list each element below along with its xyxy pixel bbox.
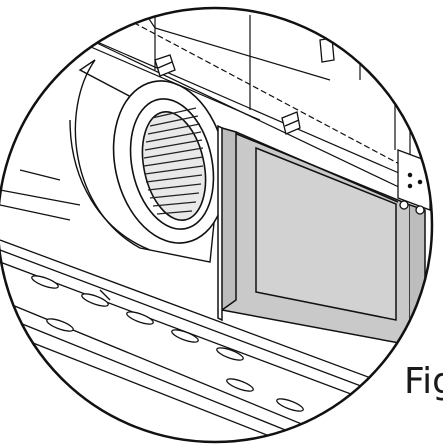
mounting-bracket [154,37,335,135]
blower-inlet [112,80,228,244]
figure-caption: Fig [404,361,443,402]
access-panel [217,124,426,352]
corner-post [397,149,431,215]
magnifier-outline [0,6,434,444]
